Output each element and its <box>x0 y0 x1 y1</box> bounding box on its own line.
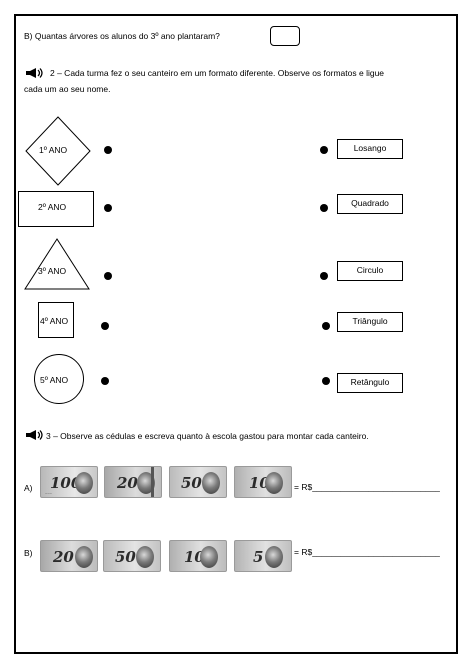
page-border <box>14 14 458 654</box>
banknote-portrait <box>137 472 155 494</box>
question-b-text: Quantas árvores os alunos do 3º ano plan… <box>34 31 220 41</box>
shape-label-5: 5º ANO <box>40 375 69 385</box>
banknote-10: 10 <box>169 540 227 572</box>
diamond-shape <box>25 116 91 186</box>
banknote-portrait <box>202 472 220 494</box>
banknote-50: 50 <box>103 540 161 572</box>
banknote-value: 5 <box>253 548 264 566</box>
shape-label-4: 4º ANO <box>40 316 69 326</box>
task3-text: 3 – Observe as cédulas e escreva quanto … <box>46 431 369 441</box>
megaphone-icon <box>26 68 43 78</box>
row-a-label: A) <box>24 483 33 493</box>
banknote-value: 100 <box>50 474 82 492</box>
name-box-quadrado: Quadrado <box>337 194 403 214</box>
rectangle-shape <box>18 191 94 227</box>
question-b-label: B) <box>24 31 33 41</box>
left-dot-1[interactable] <box>104 146 112 154</box>
banknote-portrait <box>265 546 283 568</box>
task2-line2: cada um ao seu nome. <box>24 84 111 94</box>
banknote-portrait <box>75 472 93 494</box>
row-a-answer[interactable]: = R$___________________________ <box>294 482 440 492</box>
megaphone-icon <box>26 430 43 440</box>
right-dot-4[interactable] <box>322 322 330 330</box>
banknote-10: 10 <box>234 466 292 498</box>
shape-label-2: 2º ANO <box>38 202 67 212</box>
name-box-triangulo: Triângulo <box>337 312 403 332</box>
banknote-portrait <box>200 546 218 568</box>
row-b-label: B) <box>24 548 33 558</box>
left-dot-5[interactable] <box>101 377 109 385</box>
shape-label-3: 3º ANO <box>38 266 67 276</box>
banknote-portrait <box>265 472 283 494</box>
banknote-portrait <box>75 546 93 568</box>
left-dot-3[interactable] <box>104 272 112 280</box>
name-box-retangulo: Retângulo <box>337 373 403 393</box>
right-dot-1[interactable] <box>320 146 328 154</box>
square-shape <box>38 302 74 338</box>
banknote-value: 10 <box>249 474 270 492</box>
left-dot-4[interactable] <box>101 322 109 330</box>
banknote-value: 20 <box>53 548 74 566</box>
task2-line1: 2 – Cada turma fez o seu canteiro em um … <box>50 68 385 78</box>
banknote-20: 20 <box>104 466 162 498</box>
right-dot-3[interactable] <box>320 272 328 280</box>
answer-box[interactable] <box>270 26 300 46</box>
triangle-shape <box>24 238 90 290</box>
banknote-100: 100 ~~~ <box>40 466 98 498</box>
banknote-20: 20 <box>40 540 98 572</box>
right-dot-2[interactable] <box>320 204 328 212</box>
banknote-value: 20 <box>117 474 138 492</box>
banknote-value: 10 <box>184 548 205 566</box>
shape-label-1: 1º ANO <box>39 145 68 155</box>
row-b-answer[interactable]: = R$___________________________ <box>294 547 440 557</box>
right-dot-5[interactable] <box>322 377 330 385</box>
banknote-portrait <box>136 546 154 568</box>
banknote-50: 50 <box>169 466 227 498</box>
question-b: B) Quantas árvores os alunos do 3º ano p… <box>24 30 220 42</box>
banknote-value: 50 <box>181 474 202 492</box>
circle-shape <box>34 354 84 404</box>
left-dot-2[interactable] <box>104 204 112 212</box>
banknote-5: 5 <box>234 540 292 572</box>
banknote-value: 50 <box>115 548 136 566</box>
name-box-circulo: Circulo <box>337 261 403 281</box>
name-box-losango: Losango <box>337 139 403 159</box>
